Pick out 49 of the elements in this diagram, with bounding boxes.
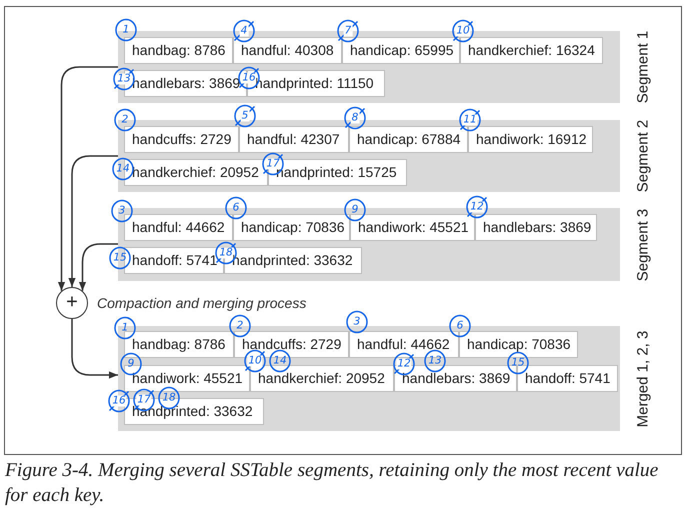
segment-label: Segment 2 — [634, 120, 652, 192]
segment-label: Merged 1, 2, 3 — [634, 330, 652, 427]
handwritten-callout-number: 3 — [110, 199, 134, 223]
handwritten-callout-number: 8 — [343, 106, 367, 130]
handwritten-callout-number: 5 — [233, 104, 257, 128]
key-value-entry: handful: 40308 — [233, 37, 342, 64]
connector-arrow — [58, 66, 118, 291]
handwritten-callout-number: 14 — [268, 349, 292, 373]
connector-arrow — [68, 155, 118, 287]
handwritten-callout-number: 2 — [228, 314, 252, 338]
key-value-entry: handcuffs: 2729 — [124, 126, 239, 153]
key-value-entry: handful: 42307 — [239, 126, 349, 153]
process-label: Compaction and merging process — [97, 295, 306, 311]
handwritten-callout-number: 1 — [113, 316, 137, 340]
key-value-entry: handlebars: 3869 — [394, 365, 517, 392]
connector-arrow — [78, 243, 118, 291]
key-value-entry: handkerchief: 20952 — [250, 365, 394, 392]
handwritten-callout-number: 11 — [458, 108, 482, 132]
handwritten-callout-number: 4 — [232, 19, 256, 43]
merge-operator: + — [56, 287, 88, 319]
handwritten-callout-number: 7 — [336, 19, 360, 43]
handwritten-callout-number: 15 — [108, 246, 132, 270]
key-value-entry: handoff: 5741 — [517, 365, 618, 392]
handwritten-callout-number: 13 — [423, 349, 447, 373]
key-value-entry: handkerchief: 16324 — [460, 37, 603, 64]
segment-label: Segment 1 — [634, 30, 652, 104]
key-value-entry: handicap: 67884 — [349, 126, 468, 153]
key-value-entry: handful: 44662 — [124, 214, 233, 241]
handwritten-callout-number: 2 — [113, 108, 137, 132]
handwritten-callout-number: 12 — [465, 195, 489, 219]
handwritten-callout-number: 10 — [243, 349, 267, 373]
connector-arrow — [71, 319, 118, 379]
handwritten-callout-number: 10 — [451, 19, 475, 43]
handwritten-callout-number: 9 — [343, 198, 367, 222]
handwritten-callout-number: 3 — [345, 310, 369, 334]
handwritten-callout-number: 6 — [224, 196, 248, 220]
handwritten-callout-number: 16 — [107, 389, 131, 413]
key-value-entry: handicap: 70836 — [233, 214, 350, 241]
key-value-entry: handiwork: 45521 — [350, 214, 475, 241]
key-value-entry: handbag: 8786 — [124, 331, 234, 358]
figure-caption: Figure 3-4. Merging several SSTable segments, retaining only the most recent value for each key. — [5, 459, 660, 508]
handwritten-callout-number: 1 — [114, 18, 138, 42]
key-value-entry: handicap: 70836 — [459, 331, 578, 358]
key-value-entry: handlebars: 3869 — [475, 214, 597, 241]
key-value-entry: handbag: 8786 — [124, 37, 233, 64]
handwritten-callout-number: 6 — [448, 314, 472, 338]
segment-label: Segment 3 — [634, 208, 652, 281]
key-value-entry: handiwork: 16912 — [468, 126, 593, 153]
key-value-entry: handicap: 65995 — [342, 37, 460, 64]
